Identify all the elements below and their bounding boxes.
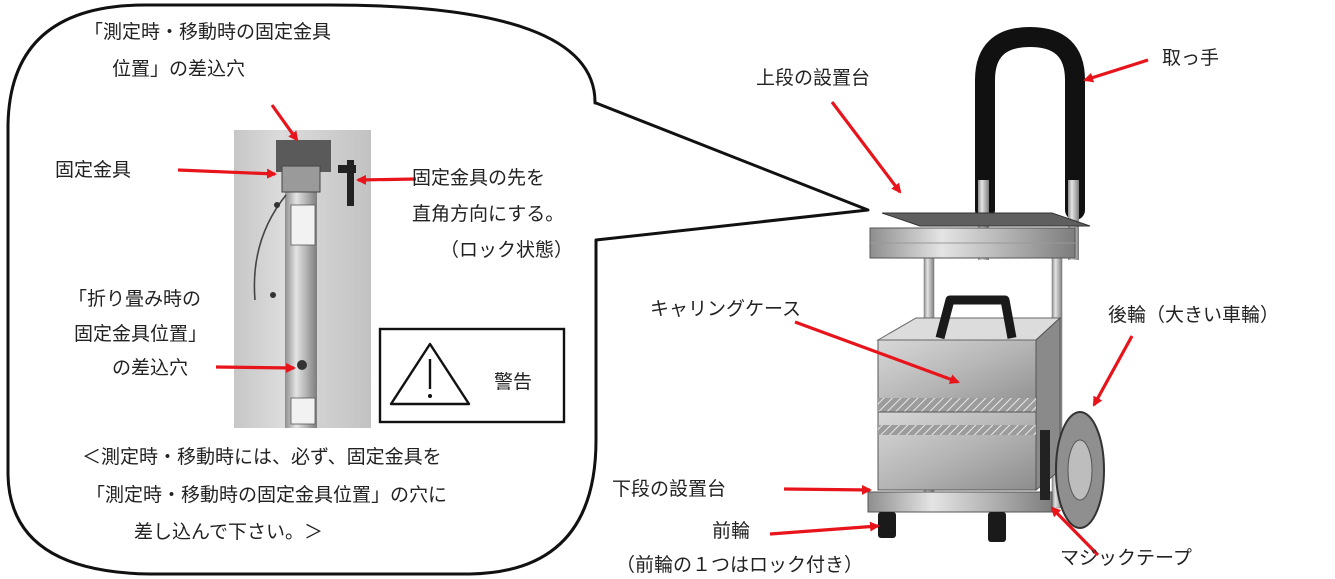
label-upper-stand: 上段の設置台 <box>756 67 871 89</box>
warning-box <box>378 327 566 424</box>
label-handle: 取っ手 <box>1162 47 1220 69</box>
warning-text: 警告 <box>494 371 533 393</box>
label-insert-hole-line2: 位置」の差込穴 <box>112 58 246 80</box>
arrow-front-wheel <box>769 521 880 536</box>
label-insert-hole-line1: 「測定時・移動時の固定金具 <box>84 21 332 43</box>
arrow-clamp-tip <box>356 174 417 185</box>
label-clamp-tip-line3: （ロック状態） <box>440 239 574 261</box>
pole-photo <box>234 130 371 428</box>
label-front-wheel-line2: （前輪の１つはロック付き） <box>616 554 864 576</box>
label-lower-stand: 下段の設置台 <box>612 478 727 500</box>
arrow-lower-stand <box>783 484 872 495</box>
callout-bubble <box>6 3 870 576</box>
label-rear-wheel: 後輪（大きい車輪） <box>1108 304 1280 326</box>
label-clamp-tip-line1: 固定金具の先を <box>412 167 546 189</box>
label-clamp: 固定金具 <box>55 159 132 181</box>
cart-photo <box>867 26 1105 542</box>
note-line2: 「測定時・移動時の固定金具位置」の穴に <box>86 484 448 506</box>
arrow-upper-stand <box>830 101 902 194</box>
arrow-carrying-case <box>794 320 960 384</box>
label-velcro: マジックテープ <box>1060 547 1192 569</box>
arrow-insert-hole-top <box>270 104 299 142</box>
label-fold-hole-line1: 「折り畳み時の <box>68 288 202 310</box>
arrow-fold-hole <box>215 362 296 373</box>
label-fold-hole-line3: の差込穴 <box>112 357 189 379</box>
callout-arrows <box>177 58 1149 557</box>
note-line1: ＜測定時・移動時には、必ず、固定金具を <box>82 446 442 468</box>
label-clamp-tip-line2: 直角方向にする。 <box>412 203 565 225</box>
label-fold-hole-line2: 固定金具位置」 <box>74 323 208 345</box>
arrow-clamp <box>177 168 277 179</box>
arrow-velcro <box>1050 506 1100 557</box>
note-line3: 差し込んで下さい。＞ <box>134 521 324 543</box>
arrow-handle <box>1083 58 1149 83</box>
label-carrying-case: キャリングケース <box>650 298 802 320</box>
label-front-wheel-line1: 前輪 <box>712 520 751 542</box>
arrow-rear-wheel <box>1092 335 1134 407</box>
